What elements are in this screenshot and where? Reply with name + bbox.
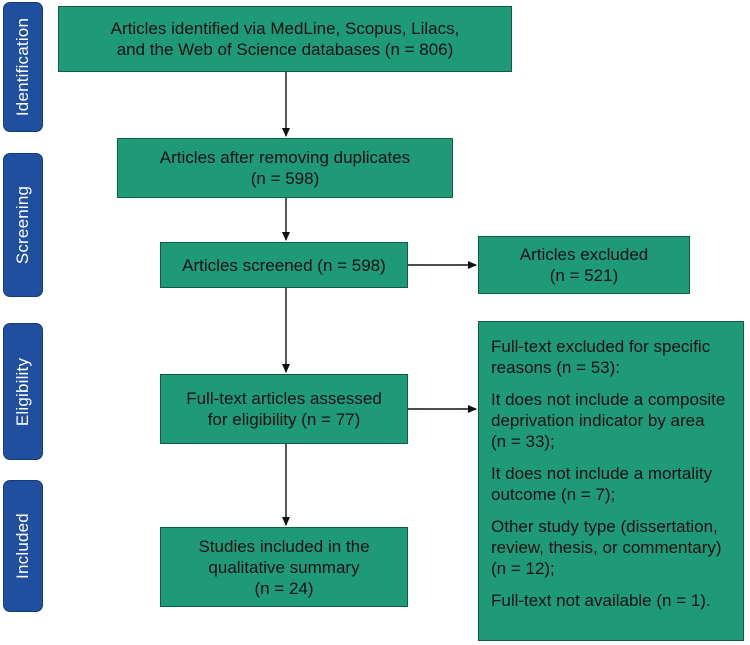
reason-mortality-line-2: outcome (n = 7); <box>491 485 616 504</box>
reason-deprivation-line-2: deprivation indicator by area <box>491 411 705 430</box>
reason-summary: Full-text excluded for specific reasons … <box>491 336 725 378</box>
stage-eligibility: Eligibility <box>3 323 43 460</box>
stage-screening: Screening <box>3 153 43 297</box>
box-identified: Articles identified via MedLine, Scopus,… <box>58 6 512 72</box>
reason-no-mortality-outcome: It does not include a mortality outcome … <box>491 463 725 505</box>
box-after-duplicates: Articles after removing duplicates (n = … <box>117 138 453 198</box>
reason-no-deprivation-indicator: It does not include a composite deprivat… <box>491 389 725 452</box>
box-excluded-line-1: Articles excluded <box>519 245 649 264</box>
box-excluded: Articles excluded (n = 521) <box>478 236 690 294</box>
box-excluded-line-2: (n = 521) <box>549 266 619 285</box>
stage-identification: Identification <box>3 2 43 132</box>
box-included-line-3: (n = 24) <box>254 578 314 598</box>
box-screened: Articles screened (n = 598) <box>160 242 408 288</box>
reason-study-type-line-3: (n = 12); <box>491 559 555 578</box>
box-after-duplicates-line-1: Articles after removing duplicates <box>159 148 411 167</box>
reason-summary-line-2: reasons (n = 53): <box>491 358 620 377</box>
stage-included: Included <box>3 480 43 612</box>
reason-fulltext-unavailable: Full-text not available (n = 1). <box>491 590 725 611</box>
reason-study-type-line-1: Other study type (dissertation, <box>491 517 718 536</box>
reason-summary-line-1: Full-text excluded for specific <box>491 337 711 356</box>
box-identified-line-2: and the Web of Science databases (n = 80… <box>116 40 454 59</box>
box-fulltext-line-1: Full-text articles assessed <box>186 389 382 408</box>
box-fulltext-line-2: for eligibility (n = 77) <box>207 410 361 429</box>
reason-other-study-type: Other study type (dissertation, review, … <box>491 516 725 579</box>
box-included-line-1: Studies included in the <box>198 536 370 556</box>
box-screened-line-1: Articles screened (n = 598) <box>182 255 386 275</box>
reason-unavailable-line-1: Full-text not available (n = 1). <box>491 591 711 610</box>
reason-mortality-line-1: It does not include a mortality <box>491 464 713 483</box>
box-identified-line-1: Articles identified via MedLine, Scopus,… <box>110 19 460 38</box>
box-after-duplicates-line-2: (n = 598) <box>250 169 320 188</box>
reason-deprivation-line-1: It does not include a composite <box>491 390 726 409</box>
box-included-studies: Studies included in the qualitative summ… <box>160 527 408 607</box>
reason-study-type-line-2: review, thesis, or commentary) <box>491 538 722 557</box>
box-included-line-2: qualitative summary <box>208 557 360 577</box>
box-fulltext-assessed: Full-text articles assessed for eligibil… <box>160 374 408 444</box>
reason-deprivation-line-3: (n = 33); <box>491 432 555 451</box>
box-exclusion-reasons: Full-text excluded for specific reasons … <box>478 321 744 641</box>
